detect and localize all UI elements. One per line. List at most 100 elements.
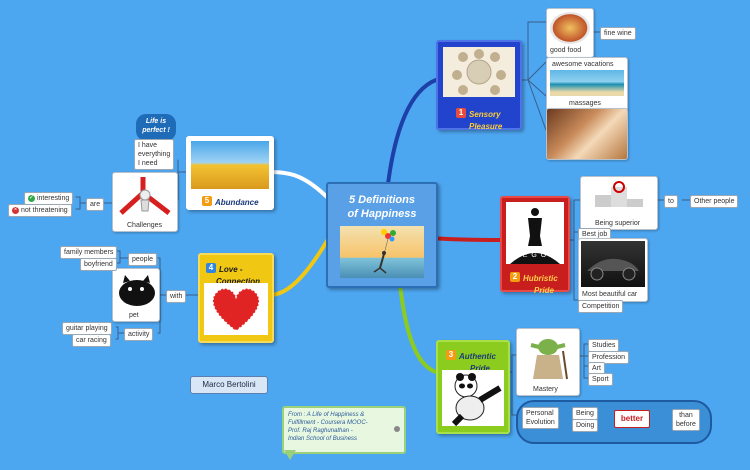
personal-evolution-label[interactable]: Personal Evolution [522,407,559,429]
hubristic-title-line1: Hubristic [523,274,558,283]
authentic-title-line2: Pride [470,364,491,373]
people-label[interactable]: people [128,253,158,266]
best-job-label[interactable]: Best job [578,228,612,241]
than-text: than [679,412,693,419]
good-food-card[interactable]: good food [546,8,594,58]
not-threatening-label[interactable]: × not threatening [8,204,72,217]
source-line4: Indian School of Business [288,436,358,442]
sport-label[interactable]: Sport [588,373,613,386]
being-superior-label: Being superior [595,220,641,227]
activity-label[interactable]: activity [124,328,154,341]
vintage-car-image [581,241,645,287]
doing-label[interactable]: Doing [572,419,599,432]
authentic-title-line1: Authentic [459,352,496,361]
not-threatening-text: not threatening [20,207,68,214]
car-card[interactable]: Most beautiful car [578,238,648,302]
better-text: better [620,414,644,423]
hubristic-title-line2: Pride [534,286,555,295]
better-box[interactable]: better [614,410,650,428]
wheat-field-image [191,141,269,189]
sensory-title-line2: Pleasure [469,122,503,131]
heart-image [204,283,268,335]
than-before-label[interactable]: than before [672,409,700,431]
abundance-title: Abundance [215,198,259,207]
before-text: before [676,421,696,428]
love-title-line2: Connection [216,277,260,286]
central-topic[interactable]: 5 Definitions of Happiness [326,182,438,288]
ego-text: E G O [522,252,548,259]
life-is-perfect-callout[interactable]: Life is perfect ! [136,114,176,141]
podium-card[interactable]: Being superior [580,176,658,230]
abundance-number-badge: 5 [202,195,212,206]
massages-label: massages [569,100,601,107]
have-line2: everything [138,151,171,158]
note-pin-icon [394,426,400,432]
author-box[interactable]: Marco Bertolini [190,376,268,394]
car-label: Most beautiful car [582,291,638,298]
podium-image [595,181,643,207]
source-text: From : A Life of Happiness & Fulfillment… [288,411,368,443]
fine-wine-label[interactable]: fine wine [600,27,636,40]
callout-line1: Life is [145,118,167,125]
car-racing-label[interactable]: car racing [72,334,111,347]
yoda-image [530,339,568,380]
kung-fu-panda-image [442,370,504,426]
callout-line2: perfect ! [142,127,170,134]
pet-card[interactable]: pet [112,268,160,322]
have-line1: I have [138,142,158,149]
ego-image: E G O [506,202,564,264]
with-label[interactable]: with [166,290,187,303]
authentic-number-badge: 3 [446,349,456,360]
black-cat-image [119,275,155,306]
beach-image [550,70,624,96]
source-line3: Prof. Raj Raghunathan - [288,428,353,434]
author-text: Marco Bertolini [202,380,256,389]
hubristic-number-badge: 2 [510,271,520,282]
love-title-line1: Love - [219,265,243,274]
central-title-line1: 5 Definitions [348,194,415,206]
central-title-line2: of Happiness [347,208,417,220]
personal-text: Personal [526,410,554,417]
crossroads-image [119,177,171,215]
source-note[interactable]: From : A Life of Happiness & Fulfillment… [282,406,406,454]
mastery-card[interactable]: Mastery [516,328,580,396]
other-people-label[interactable]: Other people [690,195,739,208]
love-number-badge: 4 [206,262,216,273]
challenges-label: Challenges [127,222,163,229]
challenges-card[interactable]: Challenges [112,172,178,232]
source-line1: From : A Life of Happiness & [288,412,365,418]
are-label[interactable]: are [86,198,105,211]
competition-label[interactable]: Competition [578,300,624,313]
evolution-text: Evolution [526,419,555,426]
boyfriend-label[interactable]: boyfriend [80,258,117,271]
food-image [550,12,590,44]
good-food-label: good food [550,47,582,54]
pet-label: pet [129,312,139,319]
sensory-title-line1: Sensory [469,110,501,119]
sensory-number-badge: 1 [456,107,466,118]
cross-icon: × [12,206,19,214]
profession-label[interactable]: Profession [588,351,630,364]
balloon-girl-image [340,226,424,278]
mastery-label: Mastery [533,386,558,393]
to-label[interactable]: to [664,195,678,208]
source-line2: Fulfillment - Coursera MOOC- [288,420,368,426]
massage-card[interactable] [546,108,628,160]
check-icon: ✓ [28,194,35,202]
have-line3: I need [138,160,158,167]
interesting-text: interesting [36,195,70,202]
i-have-everything-label[interactable]: I have everything I need [134,139,175,170]
source-note-tail [284,450,296,460]
vacations-card[interactable]: awesome vacations massages [546,57,628,111]
vacations-label: awesome vacations [552,61,614,68]
